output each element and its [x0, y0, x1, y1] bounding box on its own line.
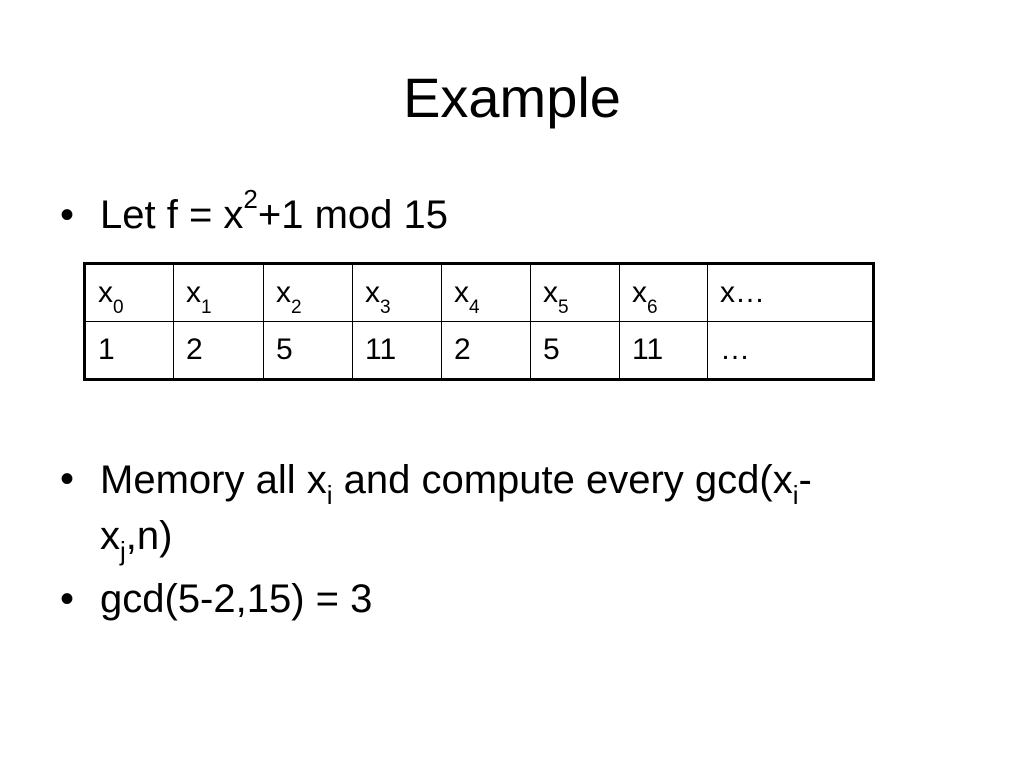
text-subscript: j: [120, 536, 126, 566]
bullet-text: gcd(5-2,15) = 3: [100, 577, 373, 621]
cell-subscript: 2: [291, 297, 302, 318]
text-part: Memory all x: [100, 458, 327, 502]
table-value-cell: 2: [441, 321, 531, 380]
text-part: x: [100, 514, 120, 558]
bullet-text: Memory all xi and compute every gcd(xi-x…: [100, 452, 812, 564]
formula-exponent: 2: [243, 183, 258, 214]
text-subscript: i: [326, 480, 333, 510]
cell-base: x: [186, 276, 201, 309]
cell-base: x: [632, 276, 647, 309]
formula-suffix: +1 mod 15: [257, 193, 449, 237]
table-value-cell: …: [707, 321, 874, 380]
table-header-cell: x6: [619, 263, 708, 322]
text-part: ,n): [125, 514, 173, 558]
cell-base: x: [365, 276, 380, 309]
bullet-dot: •: [60, 457, 75, 501]
table-value-cell: 11: [352, 321, 442, 380]
cell-subscript: 0: [113, 297, 124, 318]
text-subscript: i: [792, 480, 799, 510]
table-value-cell: 5: [263, 321, 353, 380]
table-header-cell: x0: [84, 263, 174, 322]
table-header-cell: x1: [173, 263, 264, 322]
bullet-dot: •: [60, 577, 75, 621]
cell-base: x: [454, 276, 469, 309]
table-value-cell: 11: [619, 321, 708, 380]
table-value-cell: 2: [173, 321, 264, 380]
table-header-cell: x…: [707, 263, 874, 322]
cell-subscript: 6: [647, 297, 658, 318]
sequence-table: x0 x1 x2 x3 x4 x5 x6 x… 1 2 5 11 2 5 11 …: [83, 262, 875, 381]
table-header-cell: x4: [441, 263, 531, 322]
table-value-cell: 1: [84, 321, 174, 380]
table-value-row: 1 2 5 11 2 5 11 …: [84, 321, 874, 380]
cell-base: x…: [720, 276, 765, 309]
table-header-cell: x5: [530, 263, 620, 322]
text-part: and compute every gcd(x: [332, 458, 793, 502]
formula-prefix: Let f = x: [100, 193, 244, 237]
bullet-dot: •: [60, 193, 75, 237]
cell-subscript: 5: [558, 297, 569, 318]
table-header-row: x0 x1 x2 x3 x4 x5 x6 x…: [84, 263, 874, 322]
cell-subscript: 4: [469, 297, 480, 318]
table-value-cell: 5: [530, 321, 620, 380]
cell-base: x: [543, 276, 558, 309]
table-header-cell: x3: [352, 263, 442, 322]
cell-base: x: [98, 276, 113, 309]
cell-subscript: 1: [201, 297, 212, 318]
text-part: -: [798, 458, 812, 502]
table-header-cell: x2: [263, 263, 353, 322]
bullet-text: Let f = x2+1 mod 15: [100, 186, 449, 242]
cell-subscript: 3: [380, 297, 391, 318]
cell-base: x: [276, 276, 291, 309]
slide-title: Example: [403, 66, 621, 129]
